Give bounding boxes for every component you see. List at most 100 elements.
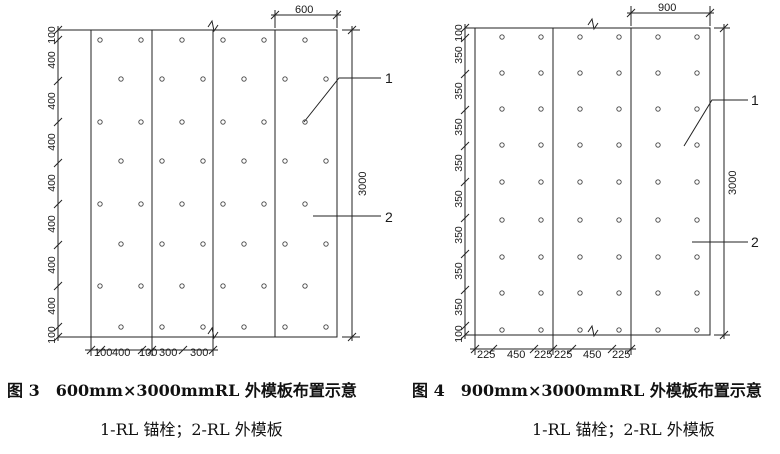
- anchor-bolt: [694, 217, 700, 223]
- anchor-bolt: [118, 241, 124, 247]
- figure-3-number: 图 3: [7, 381, 40, 400]
- anchor-grid: [499, 34, 700, 333]
- anchor-bolt: [694, 290, 700, 296]
- anchor-bolt: [616, 217, 622, 223]
- bottom-dim-label: 225: [554, 349, 572, 361]
- anchor-bolt: [241, 158, 247, 164]
- anchor-bolt: [118, 324, 124, 330]
- anchor-grid: [97, 37, 329, 330]
- anchor-bolt: [179, 283, 185, 289]
- anchor-bolt: [616, 254, 622, 260]
- figure-3-title: 600mm×3000mmRL 外模板布置示意: [55, 381, 357, 400]
- anchor-bolt: [179, 37, 185, 43]
- anchor-bolt: [302, 201, 308, 207]
- anchor-bolt: [655, 142, 661, 148]
- anchor-bolt: [655, 327, 661, 333]
- anchor-bolt: [159, 76, 165, 82]
- left-dimension-ticks: [53, 25, 63, 342]
- callout-1-label: 1: [385, 70, 393, 86]
- anchor-bolt: [499, 34, 505, 40]
- anchor-leader-line: [303, 77, 381, 123]
- break-mark-bottom: [587, 324, 599, 338]
- anchor-bolt: [200, 158, 206, 164]
- anchor-bolt: [200, 241, 206, 247]
- anchor-bolt: [694, 179, 700, 185]
- anchor-bolt: [97, 119, 103, 125]
- anchor-bolt: [655, 106, 661, 112]
- left-dim-label: 400: [46, 51, 58, 69]
- anchor-bolt: [538, 217, 544, 223]
- anchor-bolt: [499, 179, 505, 185]
- anchor-bolt: [282, 324, 288, 330]
- anchor-bolt: [302, 119, 308, 125]
- bottom-dim-label: 225: [612, 349, 630, 361]
- anchor-bolt: [323, 324, 329, 330]
- anchor-bolt: [655, 179, 661, 185]
- panel-width-dimension: 600: [295, 4, 313, 16]
- callout-2-label: 2: [385, 209, 393, 225]
- anchor-leader-line: [683, 99, 748, 147]
- anchor-bolt: [694, 106, 700, 112]
- figure-3-caption: 图 3 600mm×3000mmRL 外模板布置示意: [7, 377, 357, 401]
- bottom-dim-label: 450: [507, 349, 525, 361]
- anchor-bolt: [97, 283, 103, 289]
- anchor-bolt: [577, 254, 583, 260]
- left-dim-label: 400: [46, 297, 58, 315]
- anchor-bolt: [538, 70, 544, 76]
- anchor-bolt: [655, 254, 661, 260]
- anchor-bolt: [220, 37, 226, 43]
- anchor-bolt: [138, 119, 144, 125]
- left-dim-label: 350: [453, 118, 465, 136]
- anchor-bolt: [616, 70, 622, 76]
- anchor-bolt: [538, 142, 544, 148]
- anchor-bolt: [97, 37, 103, 43]
- left-dim-label: 350: [453, 298, 465, 316]
- bottom-dim-label: 100: [94, 347, 112, 359]
- callout-2-label: 2: [751, 234, 759, 250]
- anchor-bolt: [159, 158, 165, 164]
- formwork-outline: [90, 29, 338, 338]
- bottom-dim-label: 300: [190, 347, 208, 359]
- anchor-bolt: [118, 158, 124, 164]
- anchor-bolt: [694, 34, 700, 40]
- anchor-bolt: [616, 327, 622, 333]
- left-dim-label: 400: [46, 133, 58, 151]
- figure-4-number: 图 4: [412, 381, 445, 400]
- anchor-bolt: [302, 283, 308, 289]
- anchor-bolt: [97, 201, 103, 207]
- anchor-bolt: [538, 179, 544, 185]
- figure-4-legend: 1-RL 锚栓；2-RL 外模板: [532, 420, 715, 439]
- anchor-bolt: [323, 76, 329, 82]
- anchor-bolt: [655, 34, 661, 40]
- anchor-bolt: [577, 70, 583, 76]
- bottom-dim-label: 225: [534, 349, 552, 361]
- bottom-dim-label: 300: [159, 347, 177, 359]
- bottom-dim-label: 225: [477, 349, 495, 361]
- left-dim-label: 350: [453, 226, 465, 244]
- anchor-bolt: [538, 34, 544, 40]
- anchor-bolt: [499, 142, 505, 148]
- anchor-bolt: [323, 158, 329, 164]
- bottom-dim-label: 450: [583, 349, 601, 361]
- bottom-dimension-labels: 225 450 225 225 450 225: [477, 349, 630, 361]
- left-dim-label: 350: [453, 262, 465, 280]
- anchor-bolt: [577, 106, 583, 112]
- anchor-bolt: [616, 106, 622, 112]
- anchor-bolt: [499, 327, 505, 333]
- anchor-bolt: [655, 217, 661, 223]
- bottom-dim-label: 100: [139, 347, 157, 359]
- left-dim-label: 350: [453, 82, 465, 100]
- anchor-bolt: [499, 70, 505, 76]
- anchor-bolt: [241, 76, 247, 82]
- anchor-bolt: [499, 254, 505, 260]
- left-dim-label: 350: [453, 154, 465, 172]
- anchor-bolt: [577, 179, 583, 185]
- left-dim-label: 400: [46, 256, 58, 274]
- left-dim-label: 100: [453, 24, 465, 42]
- anchor-bolt: [138, 283, 144, 289]
